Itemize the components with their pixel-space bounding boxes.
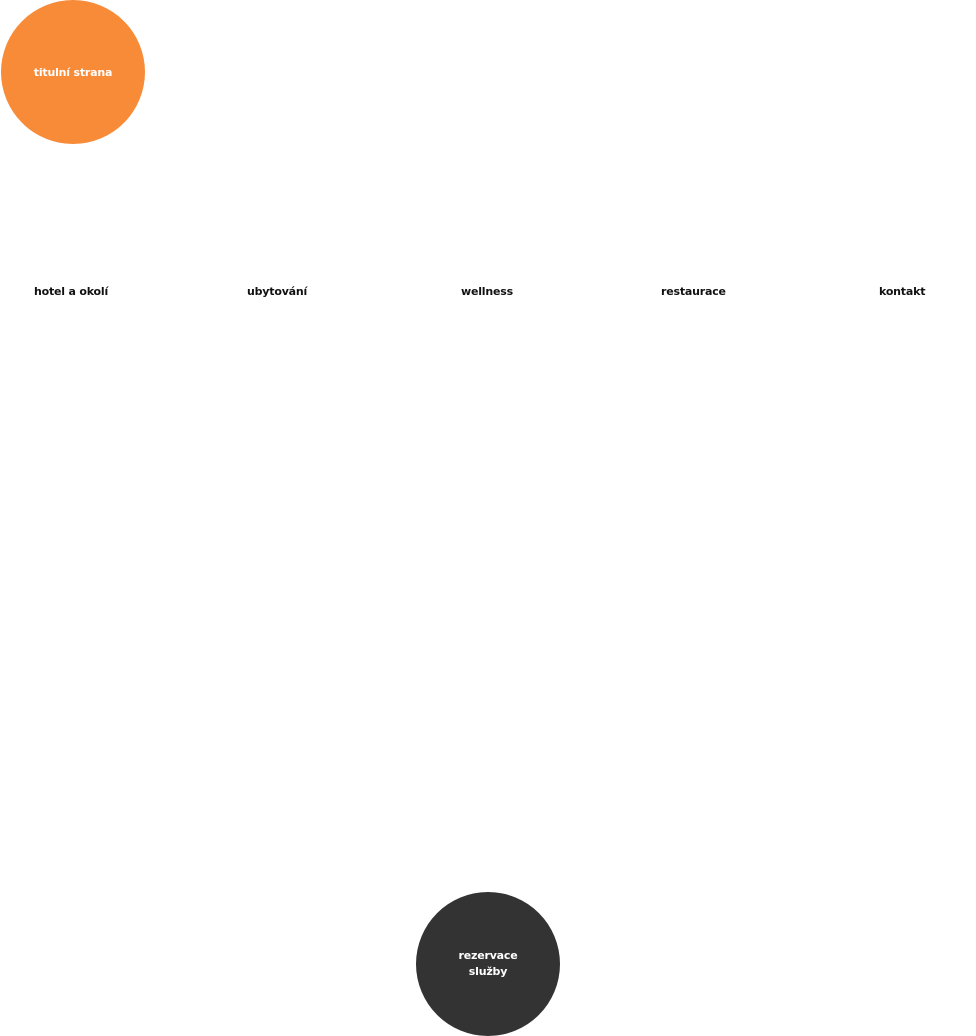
- home-button-label: titulní strana: [33, 65, 113, 79]
- nav-item-restaurace[interactable]: restaurace: [661, 285, 726, 298]
- reservation-services-button[interactable]: rezervace služby: [416, 892, 560, 1036]
- reservation-label-line1: rezervace: [458, 949, 518, 962]
- nav-item-wellness[interactable]: wellness: [461, 285, 513, 298]
- nav-item-ubytovani[interactable]: ubytování: [247, 285, 308, 298]
- nav-item-hotel-a-okoli[interactable]: hotel a okolí: [34, 285, 109, 298]
- reservation-label-line2: služby: [468, 965, 508, 978]
- nav-item-kontakt[interactable]: kontakt: [879, 285, 926, 298]
- home-button[interactable]: titulní strana: [1, 0, 145, 144]
- main-navigation: hotel a okolí ubytování wellness restaur…: [0, 285, 976, 301]
